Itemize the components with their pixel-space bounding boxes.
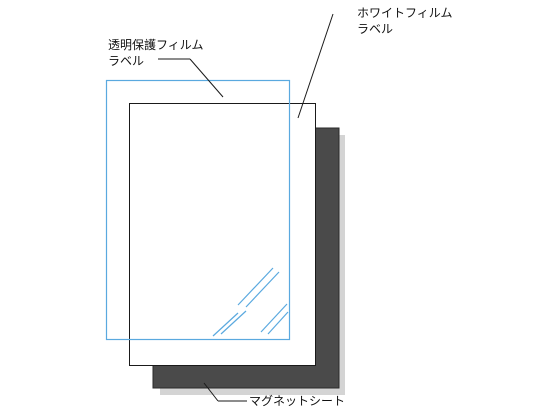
leader-clear-film-diag bbox=[189, 58, 224, 98]
leader-magnet-sheet bbox=[203, 382, 219, 402]
glare-line-3 bbox=[212, 312, 239, 337]
glare-line-5 bbox=[260, 303, 288, 333]
magnet-sheet-label: マグネットシート bbox=[249, 394, 345, 408]
glare-line-1 bbox=[237, 267, 274, 306]
clear-film-label bbox=[105, 79, 291, 341]
glare-lines bbox=[212, 267, 289, 337]
clear-film-label-line1: 透明保護フィルム bbox=[108, 37, 204, 52]
white-film-label-line2: ラベル bbox=[357, 22, 393, 36]
leader-lines bbox=[158, 13, 334, 402]
leader-white-film bbox=[297, 13, 334, 119]
glare-line-6 bbox=[267, 311, 289, 335]
white-film-label bbox=[129, 103, 316, 366]
clear-film-label-line2: ラベル bbox=[108, 54, 144, 68]
glare-line-2 bbox=[245, 271, 280, 308]
glare-line-4 bbox=[220, 310, 247, 335]
white-film-label-line1: ホワイトフィルム bbox=[357, 6, 453, 20]
